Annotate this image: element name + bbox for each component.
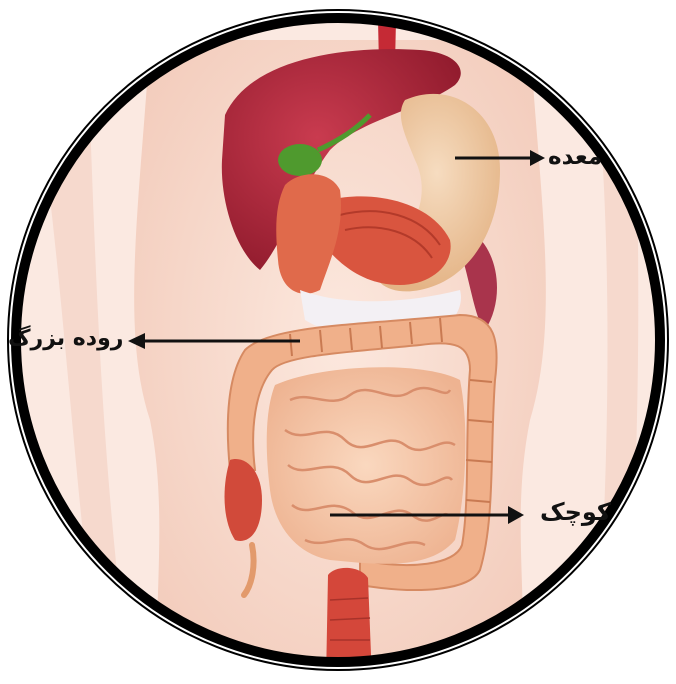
gallbladder: [278, 144, 322, 176]
label-large-intestine: روده بزرگ: [8, 328, 123, 350]
label-stomach: معده: [548, 146, 602, 169]
label-small-intestine: کوچک: [540, 500, 611, 524]
